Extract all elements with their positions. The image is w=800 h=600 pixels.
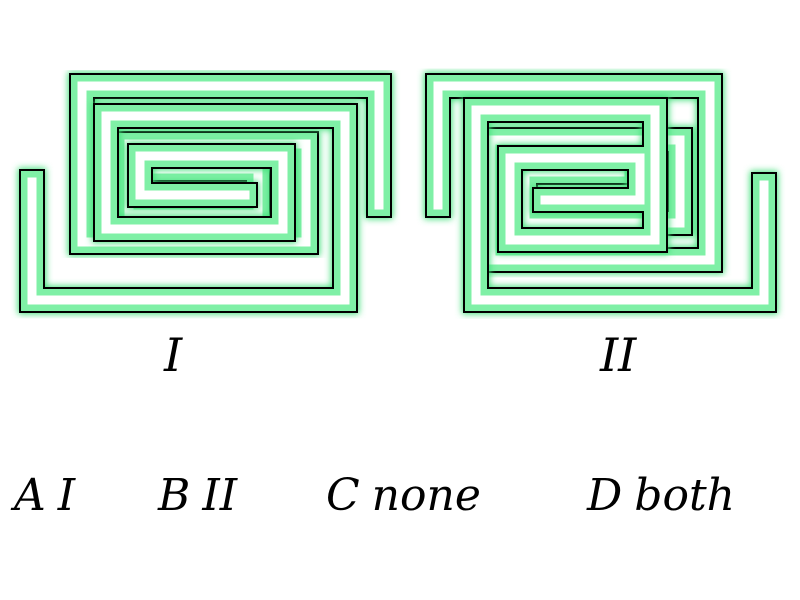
choice-b-text: II	[202, 470, 238, 521]
choice-a-text: I	[57, 470, 76, 521]
choice-d-text: both	[634, 470, 735, 521]
figure-2-core	[433, 81, 715, 265]
figure-2-outer-core	[471, 105, 769, 305]
figure-1-label: I	[164, 328, 183, 382]
choice-d-letter: D	[587, 470, 623, 521]
choice-c-letter: C	[326, 470, 360, 521]
choice-c-text: none	[371, 470, 481, 521]
figure-1-outer-core	[27, 111, 350, 305]
figure-1-shape	[18, 72, 393, 314]
choice-b-letter: B	[158, 470, 191, 521]
choice-a-letter: A	[14, 470, 46, 521]
figure-2-shape	[424, 72, 778, 314]
figure-2-label: II	[600, 328, 637, 382]
